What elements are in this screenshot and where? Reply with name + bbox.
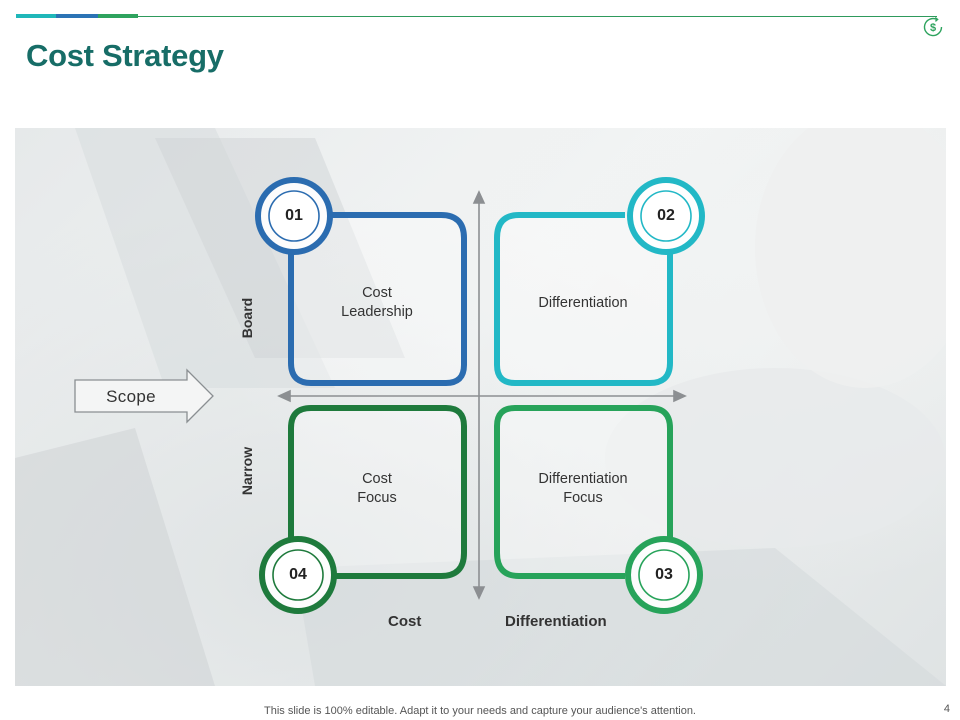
axis-label-cost: Cost — [388, 613, 422, 630]
quadrant-01-label: Cost Leadership — [302, 284, 452, 322]
dollar-symbol: $ — [930, 22, 936, 34]
quadrant-02-number: 02 — [657, 207, 675, 224]
quadrant-01-badge — [268, 190, 320, 242]
quadrant-02-badge — [640, 190, 692, 242]
axis-label-narrow: Narrow — [239, 446, 255, 496]
quadrant-03-number: 03 — [655, 566, 673, 583]
quadrant-01-label-line2: Leadership — [341, 304, 413, 320]
footer-note: This slide is 100% editable. Adapt it to… — [264, 705, 696, 717]
quadrant-02-label: Differentiation — [508, 294, 658, 313]
axis-label-differentiation: Differentiation — [505, 613, 607, 630]
page-number: 4 — [943, 703, 950, 715]
page-title: Cost Strategy — [26, 38, 224, 73]
quadrant-04-label: Cost Focus — [302, 470, 452, 508]
axes — [277, 190, 687, 600]
quadrant-02-label-line1: Differentiation — [538, 295, 628, 311]
background-photo — [15, 128, 946, 686]
quadrant-01-number: 01 — [285, 207, 303, 224]
scope-label: Scope — [106, 387, 156, 406]
quadrant-01-label-line1: Cost — [362, 285, 392, 301]
axis-label-board: Board — [239, 297, 255, 339]
header-rule — [137, 16, 937, 17]
quadrant-03-label: Differentiation Focus — [508, 470, 658, 508]
quadrant-03-label-line1: Differentiation — [538, 471, 628, 487]
quadrant-04-badge — [272, 549, 324, 601]
scope-arrow — [74, 368, 214, 424]
diagram-area: Scope Board Narrow 01 02 03 04 Cost Lead… — [15, 128, 946, 686]
quadrant-04-label-line1: Cost — [362, 471, 392, 487]
quadrant-04-label-line2: Focus — [357, 490, 397, 506]
quadrant-03-badge — [638, 549, 690, 601]
dollar-cycle-icon: $ — [923, 17, 943, 37]
quadrant-03-label-line2: Focus — [563, 490, 603, 506]
quadrant-04-number: 04 — [289, 566, 307, 583]
